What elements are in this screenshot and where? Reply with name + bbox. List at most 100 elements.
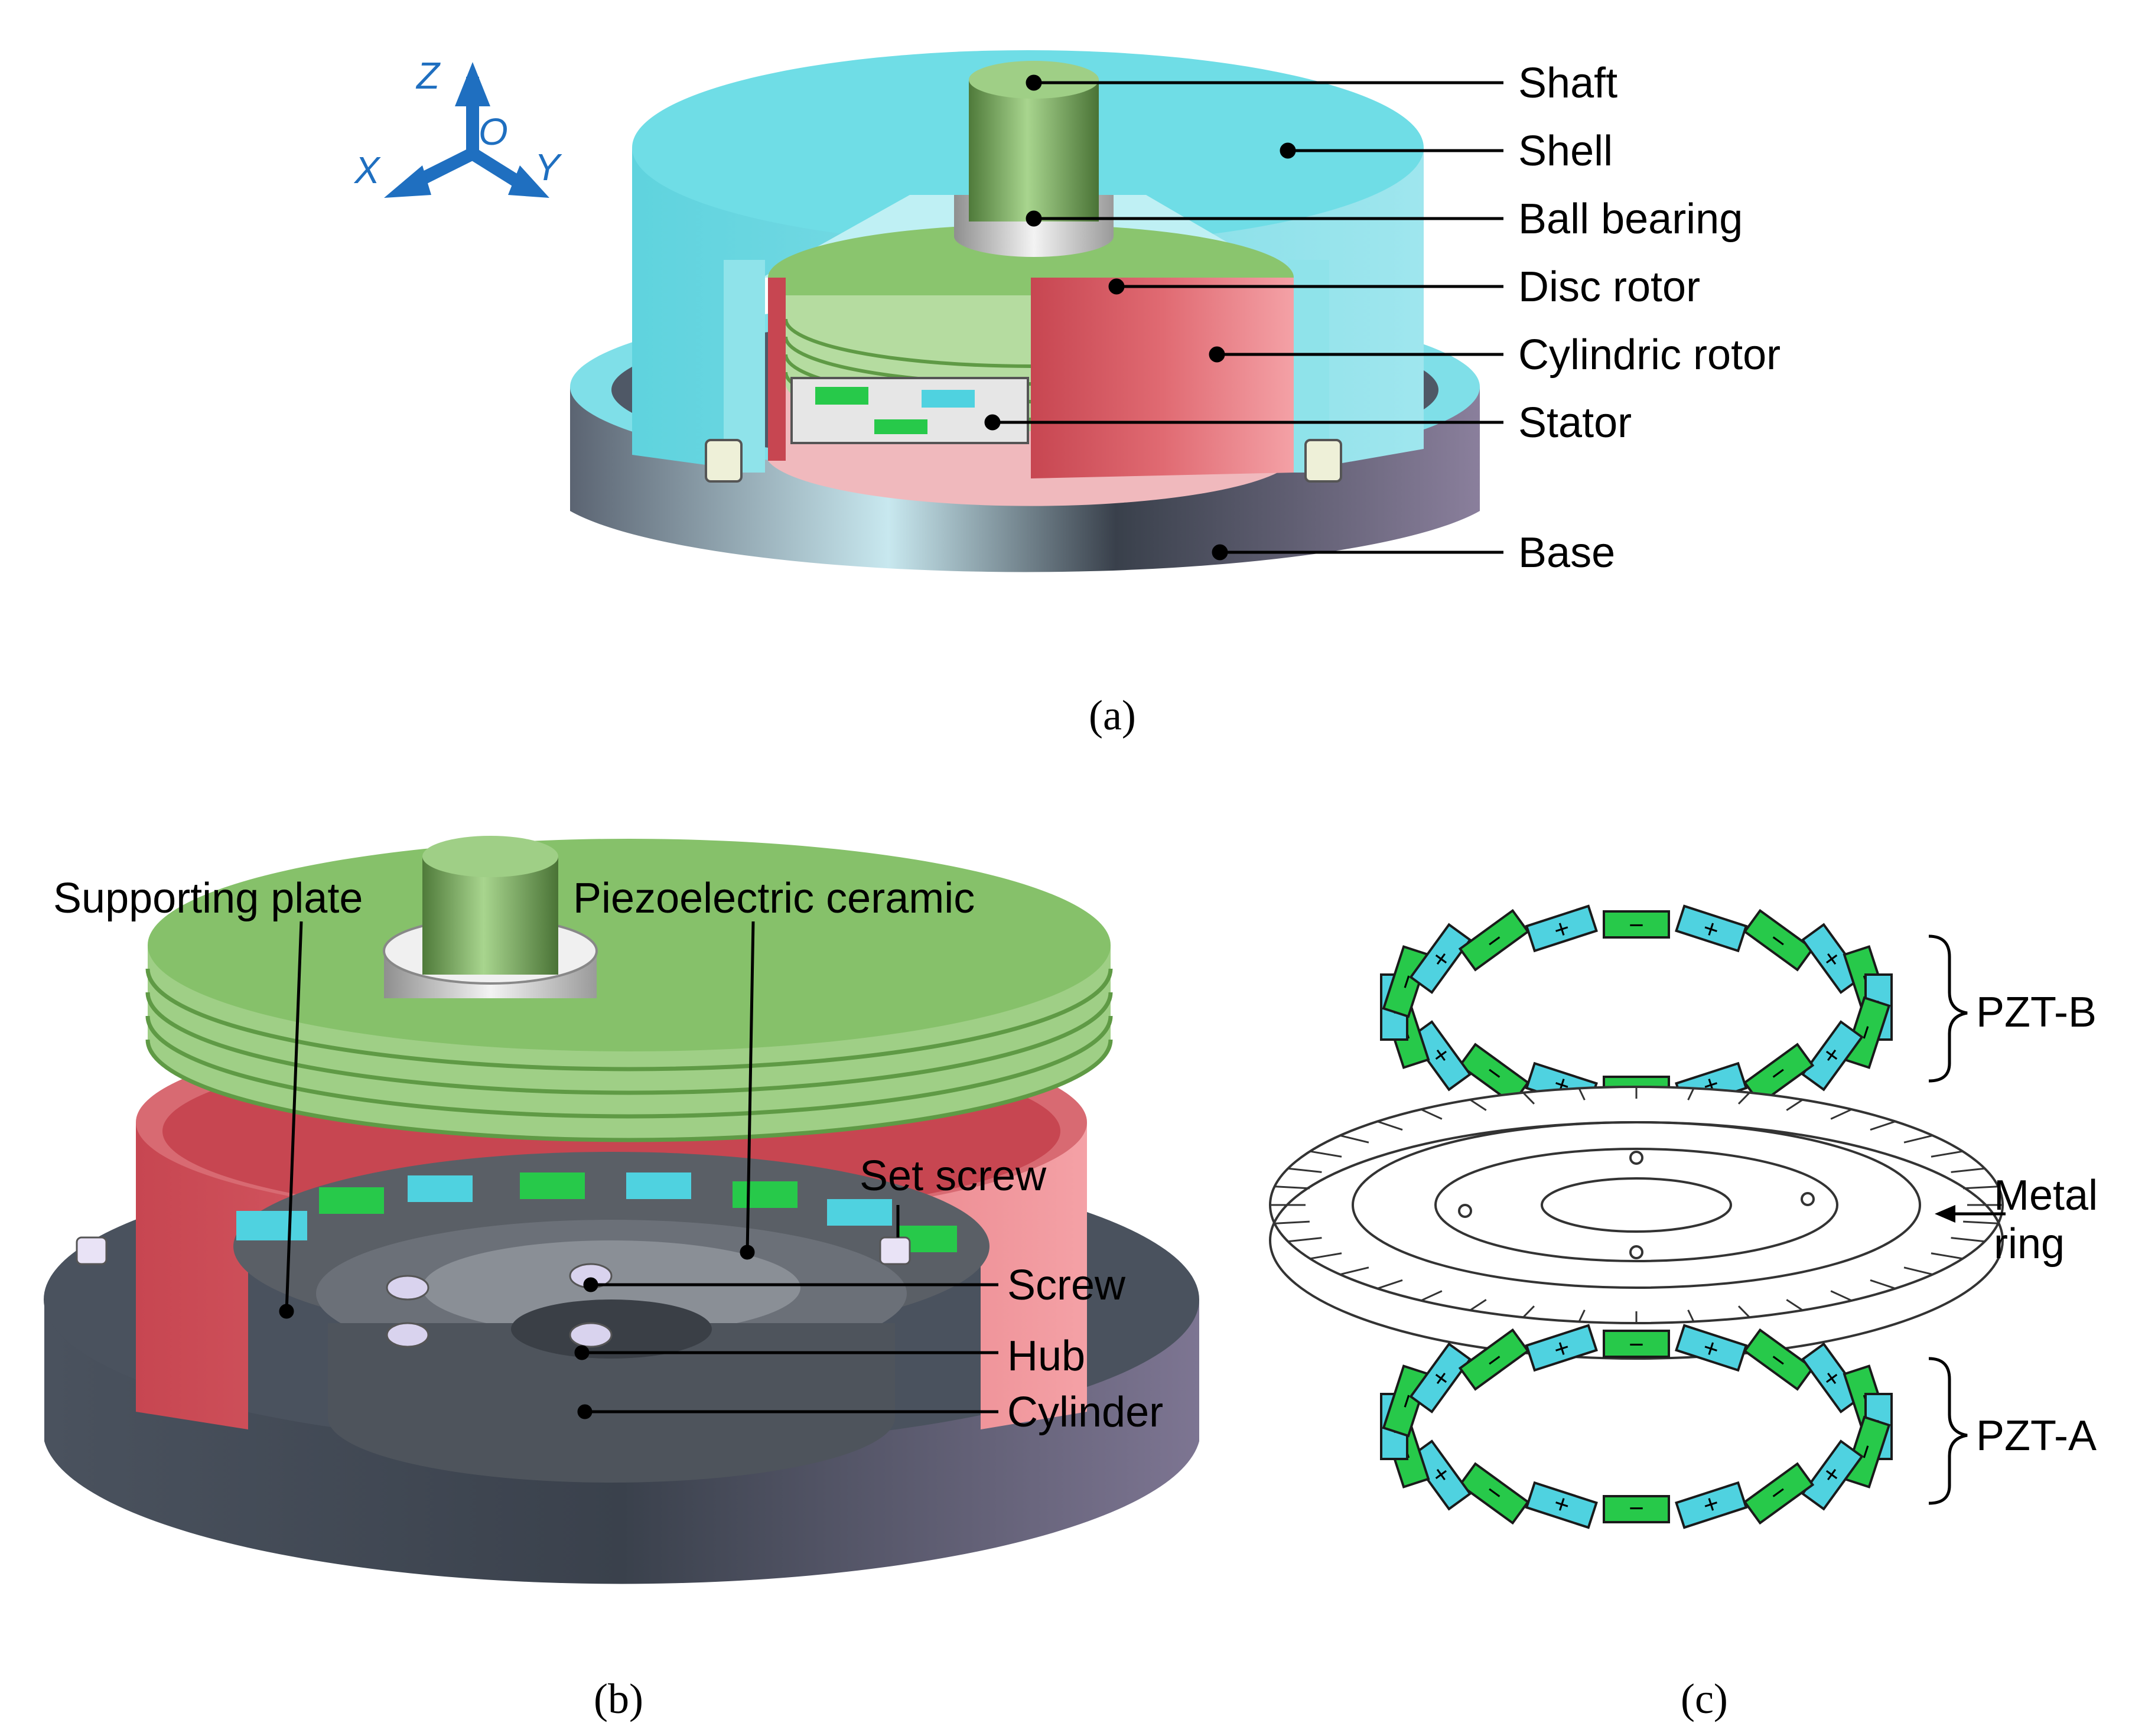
ringB-piece-body — [1409, 923, 1472, 994]
metal-ring-tooth — [1951, 1167, 1985, 1173]
metal-ring-tooth — [1522, 1305, 1535, 1318]
metal-ring-tooth — [1469, 1299, 1487, 1311]
ringA-piece-body — [1458, 1328, 1530, 1391]
leader-piezoelectric_ceramic — [746, 921, 755, 1253]
b-screw-4 — [569, 1322, 613, 1348]
metal-ring-hub — [1434, 1148, 1838, 1262]
b-pzt-1 — [236, 1211, 307, 1240]
b-screw-1 — [386, 1275, 429, 1301]
shell-wall-left — [724, 260, 765, 473]
ringB-piece: + — [1409, 1020, 1472, 1092]
metal-ring-tooth — [1951, 1237, 1985, 1243]
ringA-piece-body — [1409, 1342, 1472, 1413]
b-pzt-7 — [827, 1199, 892, 1226]
ringB-piece-body — [1382, 945, 1430, 1018]
ringA-piece-body — [1843, 1415, 1891, 1489]
ringA-piece: + — [1801, 1439, 1864, 1511]
metal-ring-arrow-head — [1935, 1205, 1955, 1223]
ringA-piece-body — [1743, 1328, 1815, 1391]
label-screw: Screw — [1007, 1262, 1126, 1309]
ringA-piece-body — [1525, 1481, 1598, 1529]
b-pzt-4 — [520, 1172, 585, 1199]
metal-ring-tooth — [1963, 1220, 1998, 1224]
metal-ring-tooth — [1522, 1092, 1535, 1105]
label-cylindric-rotor: Cylindric rotor — [1518, 331, 1781, 379]
pzt-b-ring: −+−+−+−+−+−+−+−+−+−+ — [1380, 904, 1893, 1110]
rotor-assembly — [768, 224, 1294, 506]
ringA-piece-body — [1801, 1439, 1864, 1511]
stator-pzt-1 — [815, 387, 868, 405]
label-metal-ring-2: ring — [1994, 1220, 2065, 1268]
ringA-piece: − — [1458, 1328, 1530, 1391]
ringA-piece-body — [1382, 1364, 1430, 1438]
ringA-piece: + — [1525, 1324, 1598, 1372]
panel-b: Supporting plate Piezoelectric ceramicSet… — [44, 836, 1199, 1722]
ringB-piece: + — [1801, 1020, 1864, 1092]
metal-ring-tooth — [1737, 1305, 1750, 1318]
cylindric-rotor-left-edge — [768, 278, 786, 461]
ringA-piece-body — [1801, 1342, 1864, 1413]
metal-ring-inner — [1352, 1121, 1921, 1289]
ringA-piece-sign: − — [1629, 1330, 1644, 1359]
b-pzt-3 — [408, 1175, 473, 1202]
label-set-screw: Set screw — [860, 1152, 1047, 1200]
ringB-piece-body — [1525, 904, 1598, 953]
ringA-piece: − — [1743, 1462, 1815, 1525]
ringB-piece-body — [1843, 996, 1891, 1069]
b-shaft-top — [422, 836, 558, 877]
metal-ring-hole-3 — [1629, 1151, 1643, 1165]
ringA-piece: − — [1458, 1462, 1530, 1525]
panel-b-leaders — [279, 921, 998, 1419]
label-piezoelectric-ceramic: Piezoelectric ceramic — [573, 875, 975, 922]
ringA-piece: − — [1603, 1330, 1670, 1359]
ringA-piece: − — [1743, 1328, 1815, 1391]
metal-ring-hole-4 — [1629, 1245, 1643, 1259]
y-axis-arrow — [469, 148, 523, 189]
axis-triad: Z X Y O — [353, 54, 562, 198]
b-pzt-2 — [319, 1187, 384, 1214]
ringA-piece-body — [1458, 1462, 1530, 1525]
label-pzt-a: PZT-A — [1976, 1412, 2097, 1460]
brace-pzt-a — [1928, 1357, 1968, 1505]
shell-wall-right — [1288, 260, 1329, 473]
ringB-piece: + — [1801, 923, 1864, 994]
metal-ring-tooth — [1687, 1310, 1695, 1323]
metal-ring-tooth — [1288, 1237, 1322, 1243]
axis-z-label: Z — [415, 54, 441, 97]
ringA-piece: − — [1603, 1494, 1670, 1523]
metal-ring-tooth — [1687, 1087, 1695, 1100]
ringA-piece-sign: − — [1629, 1494, 1644, 1523]
panel-b-labels: Supporting plate Piezoelectric ceramicSet… — [53, 875, 1163, 1436]
shaft-body — [969, 80, 1099, 222]
b-cylinder — [328, 1323, 895, 1483]
b-hub — [422, 1240, 800, 1335]
label-pzt-b: PZT-B — [1976, 989, 2097, 1036]
cylindric-rotor-shell — [1031, 278, 1294, 478]
metal-ring-tooth — [1469, 1099, 1487, 1111]
ringA-piece-body — [1675, 1324, 1748, 1372]
b-disc-grooves — [145, 968, 1113, 1142]
metal-ring-tooth — [1931, 1150, 1963, 1158]
leader-supporting_plate — [285, 921, 303, 1312]
ringA-piece-body — [1675, 1481, 1748, 1529]
b-screws — [386, 1263, 613, 1348]
b-pzt-5 — [626, 1172, 691, 1199]
metal-ring-tooth — [1903, 1134, 1933, 1144]
leader-dot-b4 — [577, 1404, 593, 1419]
label-cylinder: Cylinder — [1007, 1389, 1163, 1436]
ringB-piece: − — [1458, 908, 1530, 972]
ringB-piece: − — [1743, 908, 1815, 972]
panel-a-leaders — [984, 74, 1503, 561]
metal-ring-tooth — [1310, 1252, 1342, 1260]
ringB-piece-body — [1458, 908, 1530, 972]
metal-ring-tooth — [1274, 1220, 1310, 1224]
ringB-piece: + — [1675, 904, 1748, 953]
b-hub-bore — [511, 1299, 712, 1359]
label-supporting-plate: Supporting plate — [53, 875, 363, 922]
ringB-piece-body — [1409, 1020, 1472, 1092]
axis-origin-label: O — [479, 110, 508, 153]
ringA-piece-body — [1409, 1439, 1472, 1511]
caption-b: (b) — [594, 1675, 643, 1722]
label-stator: Stator — [1518, 399, 1632, 447]
